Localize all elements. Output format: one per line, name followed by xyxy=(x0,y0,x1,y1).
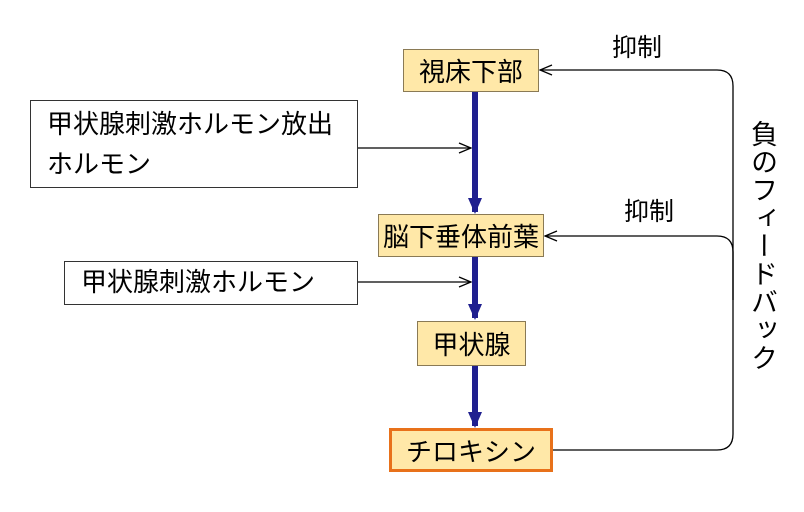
tsh-label: 甲状腺刺激ホルモン xyxy=(81,268,316,298)
thyroid-label: 甲状腺 xyxy=(432,331,511,361)
pituitary-box: 脳下垂体前葉 xyxy=(378,214,544,257)
trh-box: 甲状腺刺激ホルモン放出ホルモン xyxy=(30,100,358,188)
pituitary-label: 脳下垂体前葉 xyxy=(382,223,539,253)
hypothalamus-label: 視床下部 xyxy=(418,58,523,88)
inhibit-label-top: 抑制 xyxy=(612,33,663,62)
feedback-line-to-pituitary xyxy=(545,236,734,451)
negative-feedback-label: 負のフィードバック xyxy=(746,120,777,372)
thyroxine-label: チロキシン xyxy=(405,437,536,468)
trh-label: 甲状腺刺激ホルモン放出ホルモン xyxy=(47,110,334,180)
tsh-box: 甲状腺刺激ホルモン xyxy=(64,261,358,305)
feedback-line-to-hypothalamus xyxy=(540,70,734,300)
inhibit-label-mid: 抑制 xyxy=(624,197,675,226)
hypothalamus-box: 視床下部 xyxy=(403,49,539,92)
thyroxine-box: チロキシン xyxy=(389,428,553,472)
thyroid-box: 甲状腺 xyxy=(417,321,526,366)
